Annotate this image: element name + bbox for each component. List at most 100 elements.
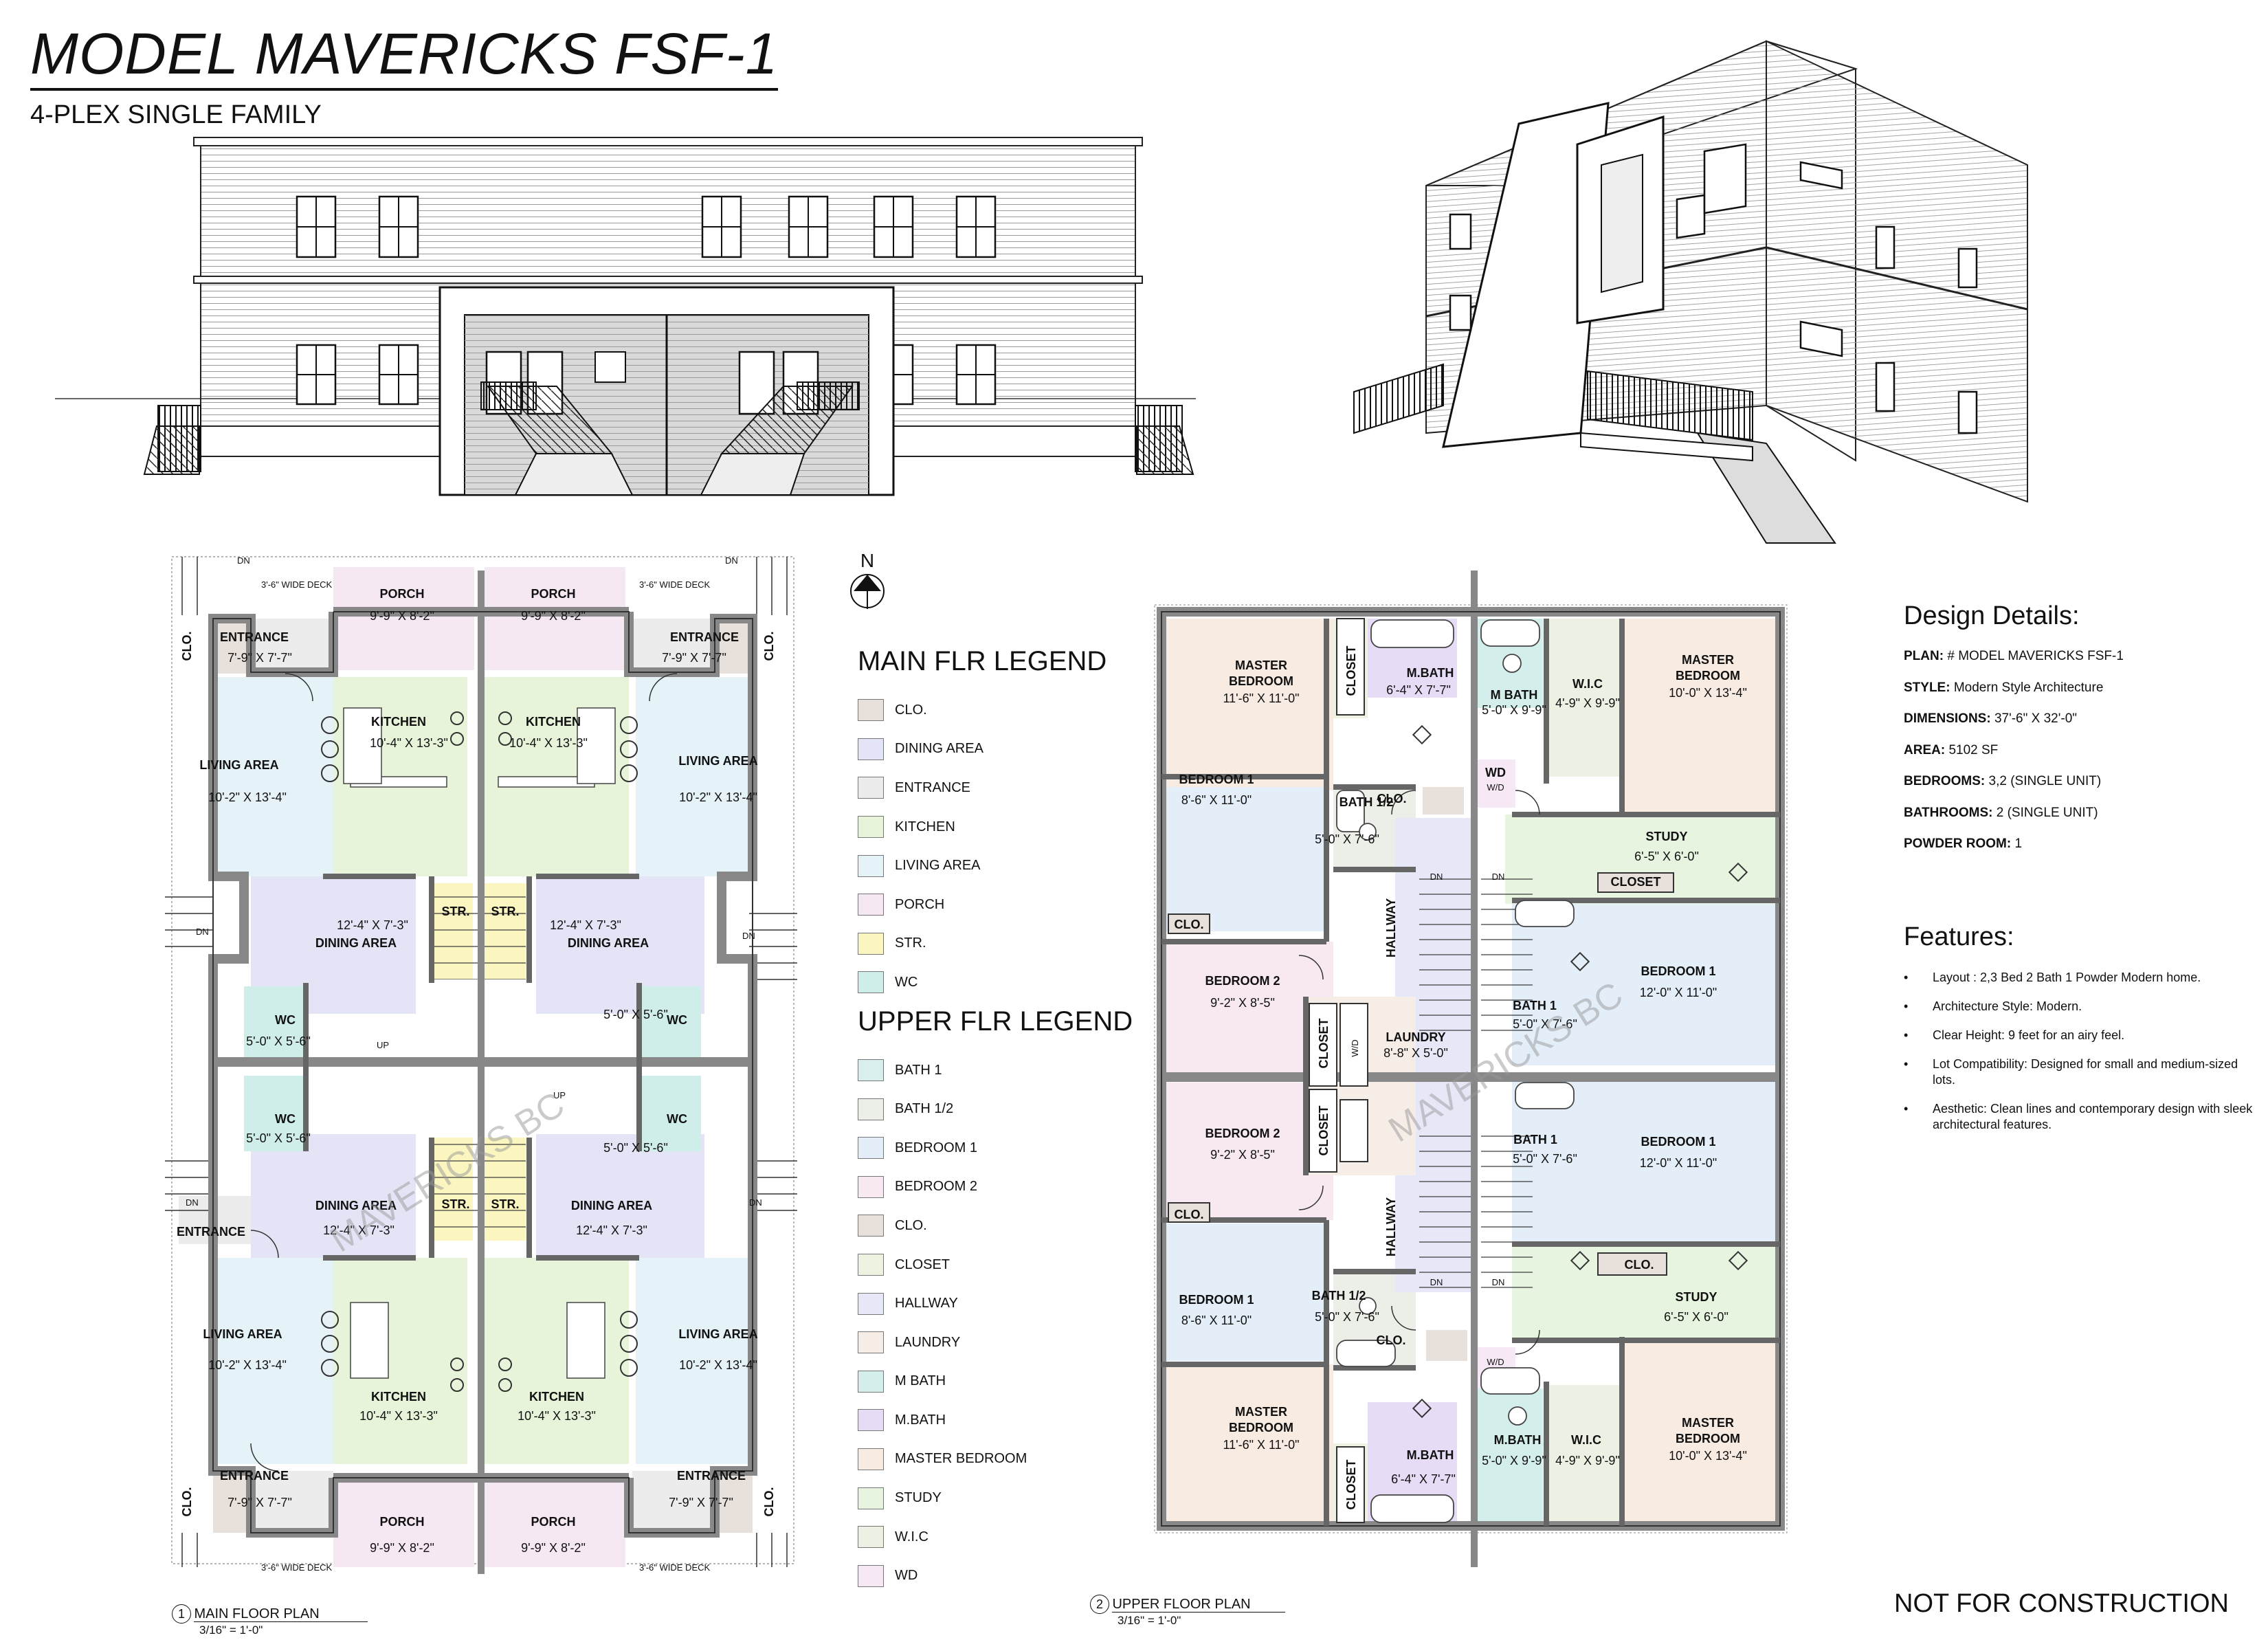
upper-study-dim-t: 6'-5" X 6'-0" [1634, 850, 1699, 863]
main-dining-dim-br: 12'-4" X 7'-3" [576, 1223, 647, 1237]
feature-text: Architecture Style: Modern. [1933, 999, 2082, 1013]
main-entrance-dim-tl: 7'-9" X 7'-7" [227, 651, 292, 665]
main-porch-dim-tl: 9'-9" X 8'-2" [370, 609, 434, 623]
legend-label: LAUNDRY [895, 1334, 961, 1350]
design-detail-value: 5102 SF [1948, 742, 1999, 757]
design-details-heading: Design Details: [1904, 601, 2080, 630]
upper-legend-item: LAUNDRY [858, 1323, 1146, 1362]
main-porch-dim-bl: 9'-9" X 8'-2" [370, 1541, 434, 1555]
legend-swatch [858, 1448, 884, 1470]
main-clo-bl: CLO. [180, 1487, 194, 1517]
main-dining-tr: DINING AREA [568, 936, 649, 950]
main-kitchen-dim-br: 10'-4" X 13'-3" [518, 1409, 596, 1423]
upper-legend-heading: UPPER FLR LEGEND [858, 1006, 1133, 1037]
upper-master-dim-tl: 11'-6" X 11'-0" [1223, 691, 1299, 705]
features-list: •Layout : 2,3 Bed 2 Bath 1 Powder Modern… [1904, 970, 2261, 1133]
upper-plan-caption: 2 UPPER FLOOR PLAN 3/16" = 1'-0" [1090, 1595, 1285, 1628]
legend-swatch [858, 1059, 884, 1082]
main-kitchen-dim-bl: 10'-4" X 13'-3" [359, 1409, 438, 1423]
main-entrance-dim-bl: 7'-9" X 7'-7" [227, 1496, 292, 1509]
north-label: N [860, 550, 875, 571]
main-entrance-br: ENTRANCE [677, 1469, 746, 1483]
upper-master-tl-1: MASTER [1235, 658, 1287, 672]
bullet-icon: • [1904, 971, 1909, 984]
feature-item: •Lot Compatibility: Designed for small a… [1904, 1056, 2261, 1088]
upper-dn-4: DN [1492, 1277, 1505, 1287]
legend-label: KITCHEN [895, 819, 955, 834]
design-detail-key: BATHROOMS: [1904, 805, 1993, 820]
design-detail-row: DIMENSIONS: 37'-6" X 32'-0" [1904, 711, 2261, 743]
legend-swatch [858, 1137, 884, 1160]
design-detail-value: 1 [2014, 836, 2023, 851]
main-str-2: STR. [491, 905, 519, 918]
upper-bath-half-dim-t: 5'-0" X 7'-6" [1315, 832, 1379, 846]
upper-mbath-br: M.BATH [1494, 1433, 1542, 1447]
main-living-bl: LIVING AREA [203, 1327, 282, 1341]
upper-wd-small-3: W/D [1487, 1357, 1504, 1367]
upper-bed1-tr: BEDROOM 1 [1641, 964, 1715, 978]
main-wc-1: WC [275, 1013, 296, 1027]
upper-laundry-dim: 8'-8" X 5'-0" [1383, 1046, 1448, 1060]
upper-closet-laundry-1: CLOSET [1317, 1018, 1331, 1068]
upper-dn-1: DN [1430, 872, 1443, 882]
legend-label: BATH 1/2 [895, 1101, 954, 1117]
main-room-fills [179, 567, 753, 1567]
upper-wd-small-2: W/D [1487, 782, 1504, 793]
upper-bed2-b: BEDROOM 2 [1205, 1127, 1280, 1140]
upper-master-br-1: MASTER [1682, 1416, 1734, 1430]
main-dining-dim-tr: 12'-4" X 7'-3" [550, 918, 621, 932]
main-wc-3: WC [275, 1112, 296, 1126]
main-plan-scale: 3/16" = 1'-0" [199, 1624, 263, 1637]
main-deck-label-tr: 3'-6" WIDE DECK [639, 579, 710, 590]
design-detail-key: BEDROOMS: [1904, 774, 1986, 788]
upper-mbath-dim-tl: 6'-4" X 7'-7" [1386, 683, 1451, 697]
upper-hallway-b: HALLWAY [1384, 1197, 1398, 1256]
upper-master-bl-2: BEDROOM [1229, 1421, 1293, 1434]
legend-label: HALLWAY [895, 1296, 958, 1311]
main-dining-dim-bl: 12'-4" X 7'-3" [323, 1223, 394, 1237]
main-kitchen-tl: KITCHEN [371, 715, 426, 729]
upper-plan-scale: 3/16" = 1'-0" [1118, 1614, 1181, 1627]
features-heading: Features: [1904, 922, 2014, 951]
design-detail-row: STYLE: Modern Style Architecture [1904, 680, 2261, 712]
legend-label: STUDY [895, 1490, 942, 1506]
main-legend-item: WC [858, 963, 1146, 1002]
legend-label: CLO. [895, 1217, 927, 1233]
feature-item: •Architecture Style: Modern. [1904, 999, 2261, 1015]
upper-bed2-t: BEDROOM 2 [1205, 974, 1280, 988]
upper-bed2-dim-t: 9'-2" X 8'-5" [1210, 996, 1275, 1010]
main-wc-dim-1: 5'-0" X 5'-6" [246, 1034, 311, 1048]
main-legend-item: DINING AREA [858, 730, 1146, 769]
legend-swatch [858, 971, 884, 994]
main-str-3: STR. [441, 1197, 469, 1211]
bullet-icon: • [1904, 1057, 1909, 1071]
front-elevation [55, 137, 1196, 496]
legend-swatch [858, 1409, 884, 1432]
design-detail-row: AREA: 5102 SF [1904, 743, 2261, 775]
design-detail-value: 2 (SINGLE UNIT) [1996, 805, 2098, 820]
legend-label: STR. [895, 935, 926, 951]
legend-label: BEDROOM 1 [895, 1140, 978, 1155]
features: Features: •Layout : 2,3 Bed 2 Bath 1 Pow… [1904, 922, 2261, 1146]
page-title: MODEL MAVERICKS FSF-1 [30, 25, 779, 91]
main-porch-dim-tr: 9'-9" X 8'-2" [521, 609, 586, 623]
upper-clo-l1: CLO. [1175, 918, 1204, 931]
bullet-icon: • [1904, 1102, 1909, 1116]
legend-swatch [858, 1254, 884, 1276]
legend-label: PORCH [895, 896, 945, 912]
main-str-1: STR. [441, 905, 469, 918]
upper-wic-t: W.I.C [1572, 677, 1603, 691]
main-dn-4: DN [742, 931, 755, 941]
legend-swatch [858, 1215, 884, 1237]
design-detail-key: AREA: [1904, 742, 1946, 757]
upper-laundry: LAUNDRY [1386, 1030, 1445, 1044]
main-dining-br: DINING AREA [571, 1199, 652, 1212]
main-porch-bl: PORCH [379, 1515, 424, 1529]
main-porch-tl: PORCH [379, 587, 424, 601]
design-detail-key: DIMENSIONS: [1904, 711, 1991, 726]
legend-label: DINING AREA [895, 741, 983, 757]
upper-bath1-t: BATH 1 [1513, 999, 1557, 1012]
main-entrance-tr: ENTRANCE [670, 630, 739, 644]
upper-bed2-dim-b: 9'-2" X 8'-5" [1210, 1148, 1275, 1162]
